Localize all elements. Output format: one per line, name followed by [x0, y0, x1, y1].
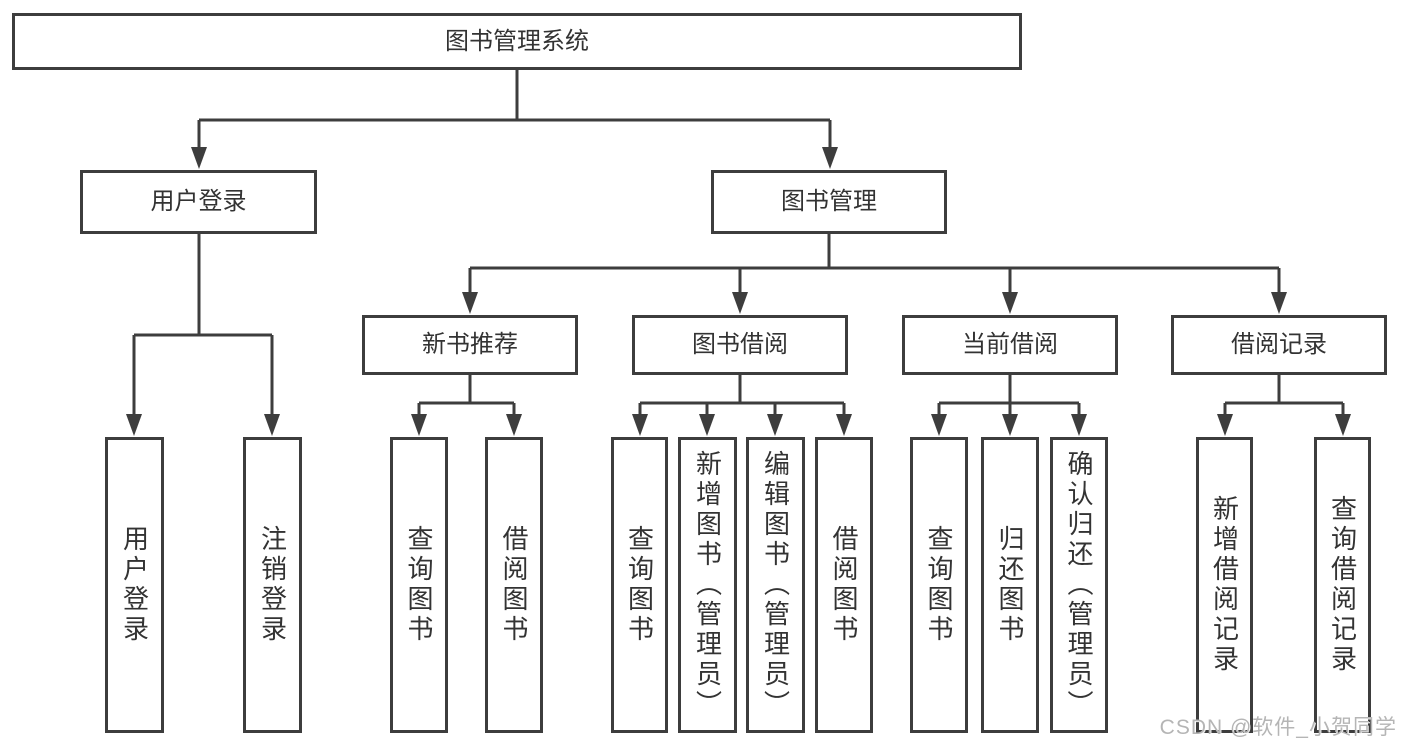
node-label: 新增图书（管理员）	[692, 450, 723, 720]
node-label: 当前借阅	[962, 331, 1058, 358]
node-label: 用户登录	[150, 188, 247, 215]
node-label: 图书管理	[781, 188, 877, 215]
node-label: 借阅图书	[829, 525, 859, 645]
node-label: 归还图书	[995, 525, 1025, 645]
node-label: 确认归还（管理员）	[1064, 450, 1094, 720]
connector-paths	[132, 70, 1345, 415]
node-label: 注销登录	[257, 525, 288, 645]
node-label: 图书借阅	[692, 331, 788, 358]
node-root: 图书管理系统	[12, 13, 1022, 70]
csdn-watermark: CSDN @软件_小贺同学	[1159, 716, 1397, 739]
leaf-logout: 注销登录	[243, 437, 302, 733]
node-label: 查询图书	[404, 525, 434, 645]
node-book-borrow: 图书借阅	[632, 315, 848, 375]
arrowheads	[126, 147, 1351, 436]
leaf-add-book-admin: 新增图书（管理员）	[678, 437, 737, 733]
node-label: 编辑图书（管理员）	[760, 450, 791, 720]
leaf-confirm-return-admin: 确认归还（管理员）	[1050, 437, 1108, 733]
node-label: 用户登录	[119, 525, 150, 645]
node-new-book-recommend: 新书推荐	[362, 315, 578, 375]
node-user-login: 用户登录	[80, 170, 317, 234]
leaf-borrow-book: 借阅图书	[815, 437, 873, 733]
leaf-query-book-recommend: 查询图书	[390, 437, 448, 733]
node-label: 借阅记录	[1231, 331, 1327, 358]
leaf-add-borrow-record: 新增借阅记录	[1196, 437, 1253, 733]
leaf-query-book: 查询图书	[611, 437, 668, 733]
leaf-user-login: 用户登录	[105, 437, 164, 733]
node-label: 查询图书	[624, 525, 655, 645]
node-book-management: 图书管理	[711, 170, 947, 234]
leaf-query-borrow-record: 查询借阅记录	[1314, 437, 1371, 733]
leaf-query-current-borrow: 查询图书	[910, 437, 968, 733]
node-label: 新增借阅记录	[1209, 495, 1240, 675]
node-label: 新书推荐	[422, 331, 518, 358]
node-label: 查询借阅记录	[1327, 495, 1358, 675]
node-label: 图书管理系统	[445, 27, 589, 55]
leaf-return-book: 归还图书	[981, 437, 1039, 733]
leaf-borrow-book-recommend: 借阅图书	[485, 437, 543, 733]
node-current-borrow: 当前借阅	[902, 315, 1118, 375]
node-label: 借阅图书	[499, 525, 529, 645]
node-borrow-record: 借阅记录	[1171, 315, 1387, 375]
node-label: 查询图书	[924, 525, 954, 645]
leaf-edit-book-admin: 编辑图书（管理员）	[746, 437, 805, 733]
